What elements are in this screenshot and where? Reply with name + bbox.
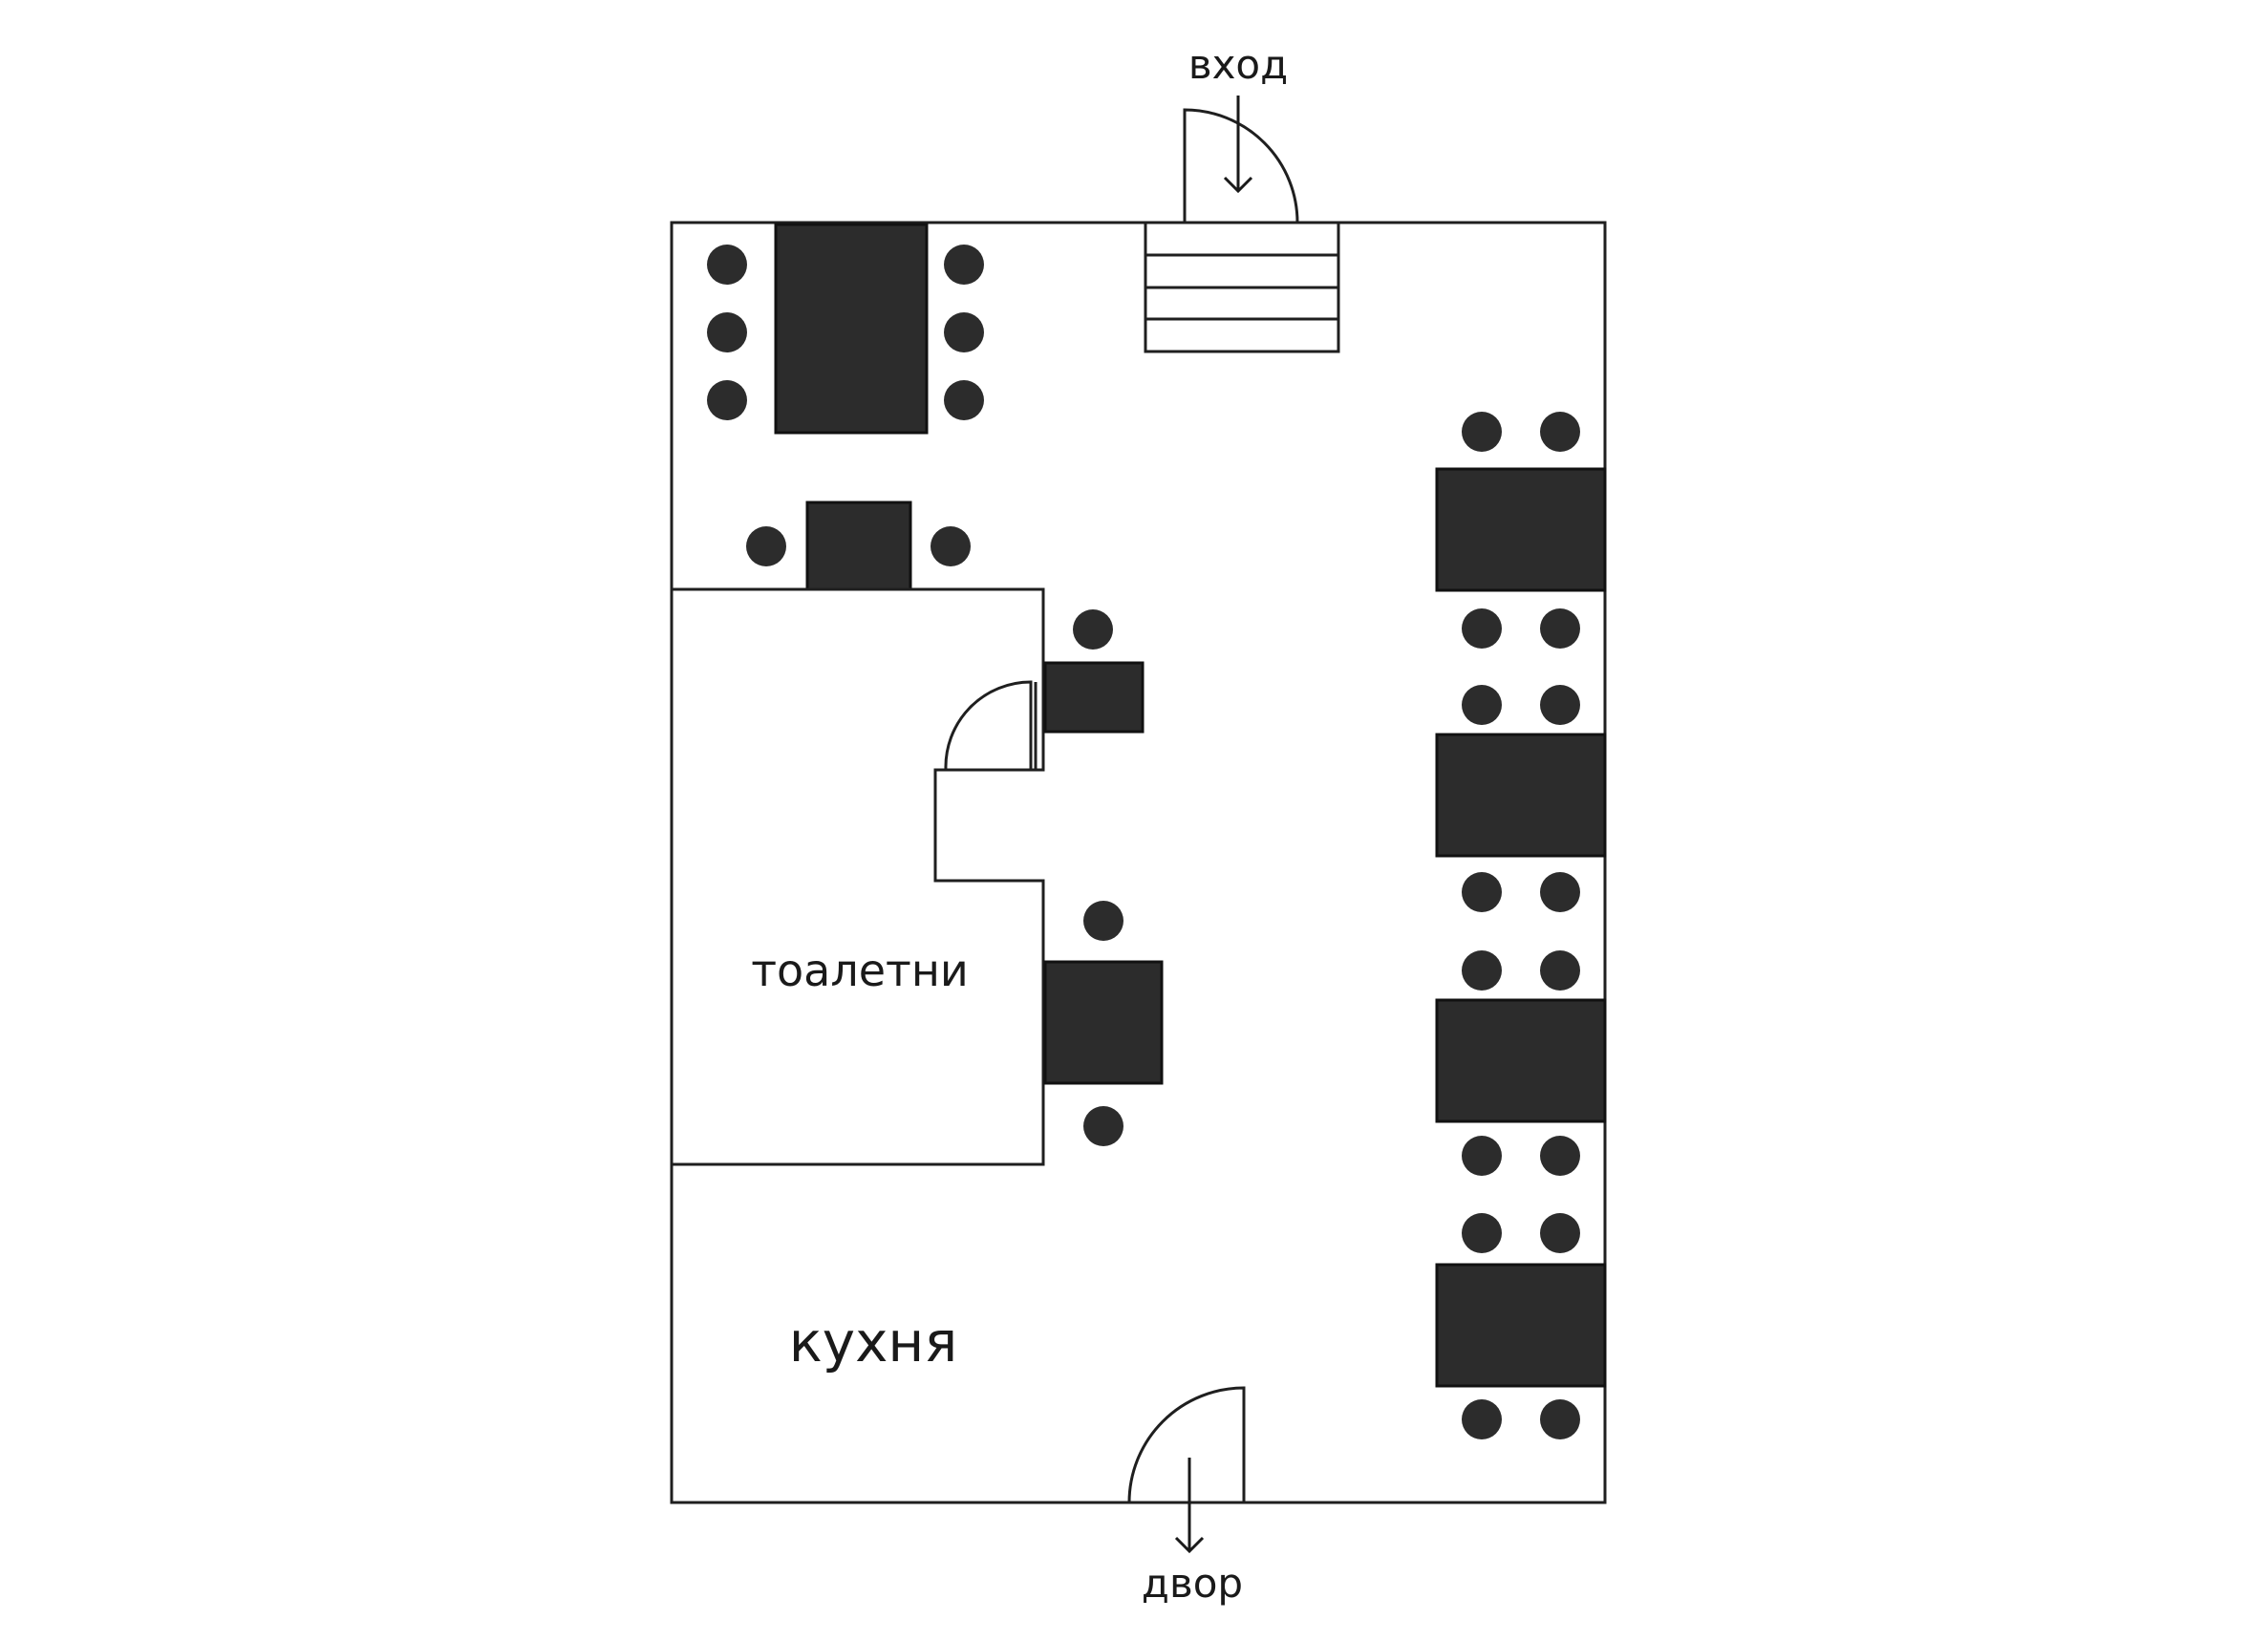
chair: [1462, 1136, 1502, 1176]
yard-arrow: [1174, 1458, 1205, 1554]
chair: [1462, 1399, 1502, 1439]
chair: [1083, 901, 1123, 941]
table: [805, 501, 912, 592]
toilets-door: [944, 680, 1033, 771]
chair: [707, 245, 747, 285]
entrance-stairs: [1144, 221, 1340, 353]
chair: [1073, 609, 1113, 650]
chair: [1540, 872, 1580, 912]
chair: [1540, 685, 1580, 725]
chair: [1462, 1213, 1502, 1253]
entrance-label: вход: [1188, 41, 1288, 88]
chair: [746, 526, 786, 566]
chair: [1540, 608, 1580, 649]
chair: [944, 245, 984, 285]
chair: [1540, 412, 1580, 452]
table: [1435, 467, 1607, 592]
chair: [1083, 1106, 1123, 1146]
table: [1435, 733, 1607, 858]
table: [1043, 960, 1164, 1085]
table: [1435, 1263, 1607, 1388]
chair: [707, 312, 747, 352]
kitchen-label: кухня: [789, 1310, 958, 1375]
chair: [1540, 950, 1580, 991]
chair: [1540, 1136, 1580, 1176]
table: [1435, 998, 1607, 1123]
toilets-room: [670, 587, 1045, 1166]
chair: [944, 380, 984, 420]
chair: [1540, 1399, 1580, 1439]
chair: [944, 312, 984, 352]
entrance-door: [1183, 108, 1299, 224]
chair: [931, 526, 971, 566]
yard-door: [1127, 1386, 1246, 1503]
yard-label: двор: [1142, 1560, 1243, 1607]
entrance-arrow: [1223, 96, 1253, 194]
toilets-label: тоалетни: [751, 945, 969, 996]
table: [774, 223, 929, 435]
chair: [1462, 685, 1502, 725]
chair: [1540, 1213, 1580, 1253]
chair: [1462, 412, 1502, 452]
chair: [1462, 950, 1502, 991]
chair: [707, 380, 747, 420]
chair: [1462, 872, 1502, 912]
chair: [1462, 608, 1502, 649]
table: [1043, 661, 1145, 734]
